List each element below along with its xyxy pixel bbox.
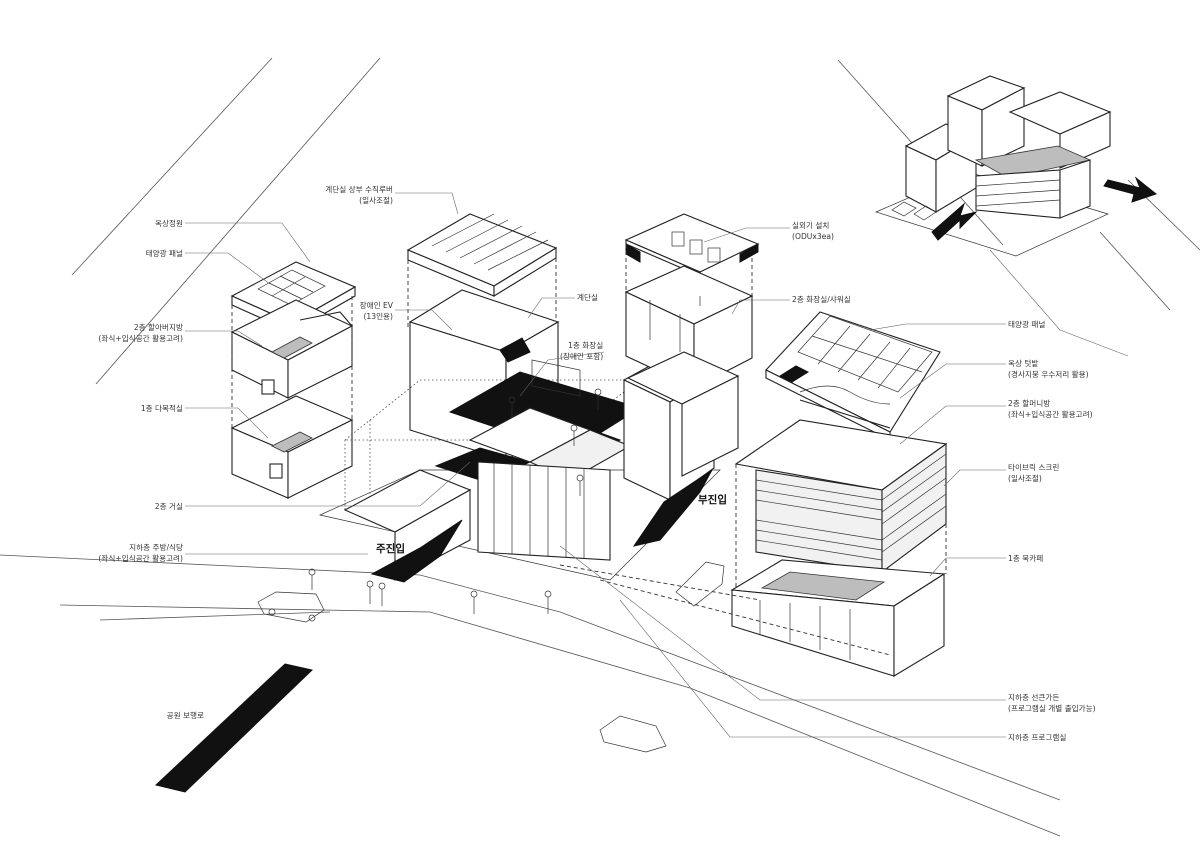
label-solar-panel-right: 태양광 패널: [1008, 319, 1045, 329]
label-floor2-grandpa-room: 2층 할아버지방: [134, 322, 183, 332]
label-floor2-grandma-room-note: (좌식+입식공간 활용고려): [1008, 409, 1093, 419]
right-service-tower: [624, 213, 760, 477]
pedestrians: [308, 568, 552, 614]
label-rooftop-field-note: (경사지붕 우수저리 활용): [1008, 369, 1089, 379]
label-accessible-ev: 장애인 EV: [360, 300, 394, 310]
inset-axonometric: [875, 75, 1158, 257]
label-floor1-restroom-note: (장애인 포함): [560, 351, 603, 361]
label-outdoor-unit-note: (ODUx3ea): [792, 232, 834, 241]
label-basement-sunken-garden: 지하층 선큰가든: [1008, 692, 1059, 702]
label-basement-program-room: 지하층 프로그램실: [1008, 732, 1066, 742]
label-stair-louver: 계단실 상부 수직루버: [325, 184, 393, 194]
label-solar-panel-left: 태양광 패널: [146, 248, 183, 258]
label-layer: 옥상정원 태양광 패널 2층 할아버지방 (좌식+입식공간 활용고려) 1층 다…: [98, 184, 1095, 742]
label-sub-entrance: 부진입: [698, 493, 727, 506]
label-rooftop-field: 옥상 텃밭: [1008, 358, 1038, 368]
inset-arrows: [931, 176, 1158, 241]
sub-entrance-void: [632, 469, 713, 547]
stair-roof-louver: [406, 213, 558, 330]
label-floor2-grandpa-room-note: (좌식+입식공간 활용고려): [98, 333, 183, 343]
label-floor1-book-cafe: 1층 북카페: [1008, 553, 1043, 563]
main-entrance-ramp: [370, 519, 463, 583]
central-block: [343, 289, 716, 581]
label-floor2-grandma-room: 2층 할머니방: [1008, 398, 1050, 408]
label-stair-louver-note: (일사조절): [359, 196, 393, 205]
label-floor2-living: 2층 거실: [155, 501, 183, 511]
label-basement-kitchen-note: (좌식+입식공간 활용고려): [98, 553, 183, 563]
label-rooftop-garden: 옥상정원: [155, 218, 183, 228]
right-large-block: [730, 311, 948, 677]
label-stairwell: 계단실: [577, 292, 598, 302]
tile-brick-pattern: [755, 453, 947, 561]
label-tile-brick-screen-note: (일사조절): [1008, 474, 1042, 483]
park-walkway-strip: [154, 663, 314, 793]
label-floor1-restroom: 1층 화장실: [568, 340, 603, 350]
label-basement-kitchen: 지하층 주방/식당: [129, 542, 183, 552]
label-tile-brick-screen: 타이브릭 스크린: [1008, 462, 1059, 472]
label-floor1-multi-study: 1층 다목적실: [141, 403, 183, 413]
label-accessible-ev-note: (13인용): [363, 311, 393, 321]
label-park-walkway: 공원 보행로: [167, 710, 204, 720]
label-outdoor-unit: 실외기 설치: [792, 220, 829, 230]
leader-lines: [185, 192, 1129, 738]
alignment-lines: [559, 564, 891, 656]
label-main-entrance: 주진입: [376, 542, 405, 555]
left-tower: [230, 261, 357, 499]
label-basement-sunken-garden-note: (프로그램실 개별 출입가능): [1008, 703, 1096, 713]
label-floor2-restroom-shower: 2층 화장실/샤워실: [792, 294, 851, 304]
cars: [257, 561, 725, 753]
